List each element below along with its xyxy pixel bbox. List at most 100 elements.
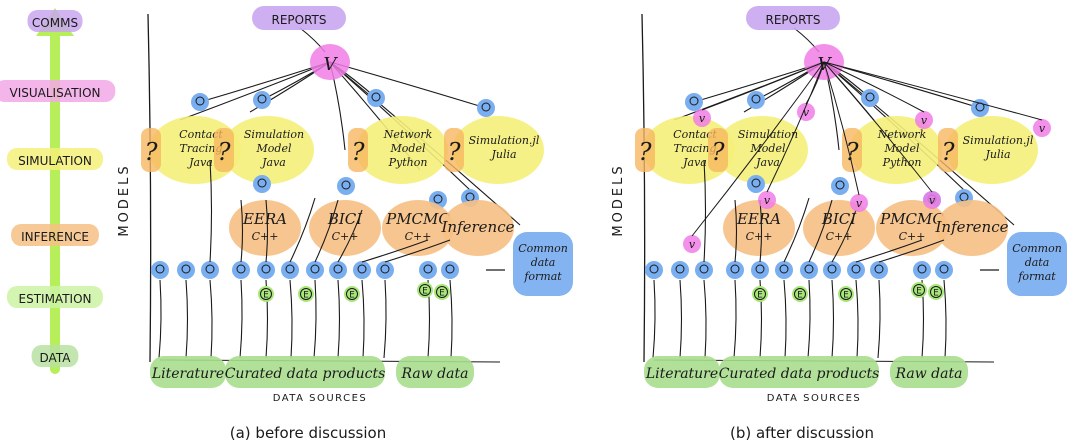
panel-after: MODELSREPORTSVContactTracingJava?Simulat… — [611, 6, 1067, 442]
node-circle — [971, 99, 989, 117]
simulation-text: Simulation — [738, 128, 798, 141]
estimation-label: E — [797, 291, 803, 301]
simulation-text: Julia — [983, 148, 1010, 161]
legend-level: ESTIMATION — [7, 286, 103, 308]
node-mark — [380, 264, 390, 274]
data-source-label: Raw data — [401, 366, 469, 382]
legend-level-highlight — [31, 345, 79, 367]
estimation-ring — [930, 286, 942, 298]
estimation-marker: E — [838, 286, 854, 302]
added-visualisation-blob — [683, 235, 701, 253]
simulation-text: Tracing — [180, 142, 223, 155]
common-format-highlight — [1007, 232, 1067, 296]
unknown-highlight — [842, 128, 862, 172]
node-circle — [747, 91, 765, 109]
unknown-marker: ? — [635, 128, 655, 172]
legend-level-label: ESTIMATION — [19, 292, 92, 306]
inference-blob — [803, 200, 875, 256]
data-source: Raw data — [890, 356, 968, 388]
data-source: Literature — [644, 356, 720, 388]
added-visualisation-label: v — [921, 114, 928, 127]
node-circle — [253, 91, 271, 109]
data-sources-axis-label: DATA SOURCES — [273, 393, 368, 404]
added-visualisation-label: v — [699, 112, 706, 125]
data-up-line — [734, 199, 738, 263]
model-node — [685, 93, 703, 111]
reports-label: REPORTS — [271, 13, 326, 27]
node-circle — [477, 99, 495, 117]
estimation-ring — [300, 288, 312, 300]
data-up-line — [361, 239, 429, 263]
unknown-mark: ? — [448, 138, 461, 166]
unknown-mark: ? — [352, 138, 365, 166]
node-circle — [726, 261, 744, 279]
unknown-marker: ? — [444, 128, 464, 172]
added-visualisation-node: v — [923, 191, 941, 209]
common-format-text: data — [1025, 256, 1050, 269]
node-mark — [423, 264, 433, 274]
node-mark — [939, 264, 949, 274]
legend-arrow-shaft — [50, 28, 60, 374]
inference-text: BICI — [821, 210, 857, 228]
visualisation-label: V — [324, 54, 339, 75]
node-circle — [870, 261, 888, 279]
estimation-ring — [840, 288, 852, 300]
node-circle — [861, 89, 879, 107]
data-up-line — [337, 209, 363, 263]
unknown-mark: ? — [942, 138, 955, 166]
node-circle — [751, 261, 769, 279]
data-node — [232, 261, 250, 279]
unknown-mark: ? — [639, 138, 652, 166]
inference-model: Inference — [934, 200, 1009, 256]
data-up-line — [855, 239, 923, 263]
data-node — [775, 261, 793, 279]
model-node — [191, 93, 209, 111]
data-up-line — [289, 197, 316, 263]
node-mark — [827, 264, 837, 274]
node-mark — [155, 264, 165, 274]
simulation-blob — [850, 116, 942, 184]
node-circle — [376, 261, 394, 279]
data-leg-line — [313, 279, 317, 359]
node-circle — [695, 261, 713, 279]
estimation-marker: E — [434, 284, 450, 300]
inference-text: PMCMC — [385, 210, 450, 228]
model-node — [477, 99, 495, 117]
estimation-ring — [419, 284, 431, 296]
inference-model: BICI C++ — [803, 200, 875, 256]
models-axis-line — [641, 13, 646, 363]
added-visualisation-label: v — [929, 194, 936, 207]
added-visualisation-label: v — [764, 194, 771, 207]
node-mark — [751, 94, 761, 104]
node-circle — [775, 261, 793, 279]
data-node — [671, 261, 689, 279]
inference-blob — [876, 200, 948, 256]
link-line — [823, 61, 981, 109]
model-node — [861, 89, 879, 107]
node-circle — [191, 93, 209, 111]
data-source-highlight — [719, 356, 879, 388]
common-format-text: format — [523, 270, 562, 283]
simulation-text: Model — [750, 142, 786, 155]
visualisation-blob — [310, 44, 350, 80]
added-visualisation-blob — [923, 191, 941, 209]
unknown-marker: ? — [348, 128, 368, 172]
added-visualisation-blob — [915, 111, 933, 129]
node-circle — [281, 261, 299, 279]
data-node — [177, 261, 195, 279]
simulation-blob — [356, 116, 448, 184]
node-mark — [357, 264, 367, 274]
inference-text: C++ — [826, 230, 853, 243]
data-leg-line — [652, 279, 656, 359]
added-visualisation-node: v — [693, 109, 711, 127]
node-mark — [236, 264, 246, 274]
data-up-line — [265, 199, 269, 263]
unknown-highlight — [214, 128, 234, 172]
inference-text: C++ — [746, 230, 773, 243]
unknown-highlight — [708, 128, 728, 172]
panel-before: MODELSREPORTSVContactTracingJava?Simulat… — [117, 6, 573, 442]
